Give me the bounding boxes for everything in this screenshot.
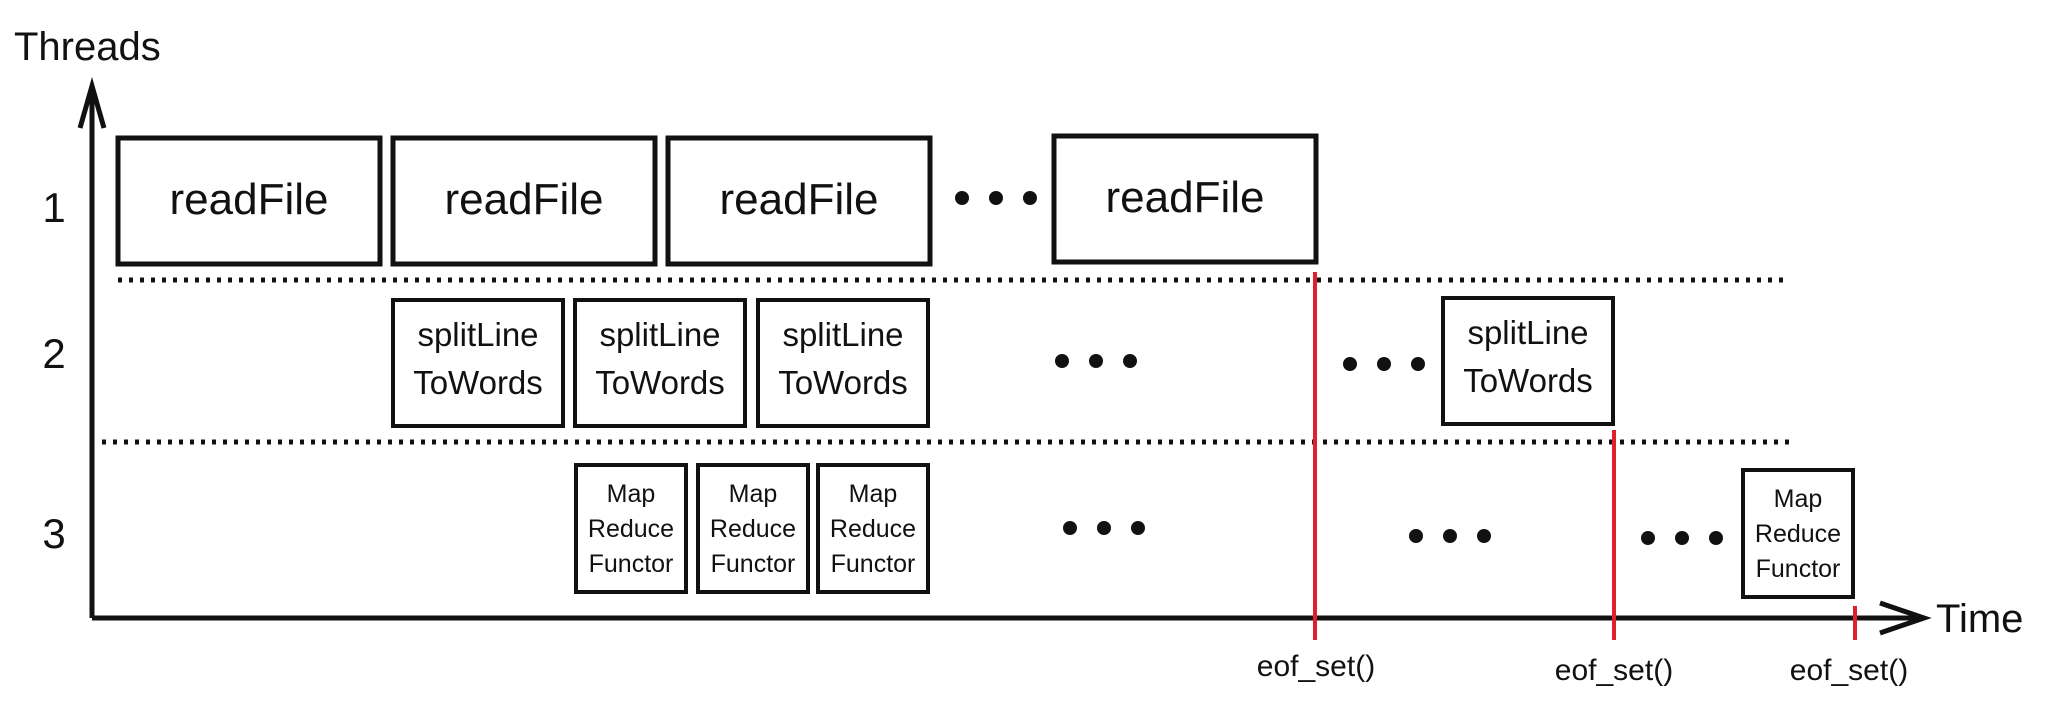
read-file-task: readFile — [390, 135, 658, 267]
split-line-task: splitLine ToWords — [573, 298, 747, 428]
eof-marker: eof_set() — [1555, 430, 1673, 687]
map-reduce-functor-task: Map Reduce Functor — [816, 463, 930, 594]
split-line-task: splitLine ToWords — [756, 298, 930, 428]
split-line-label-2: ToWords — [778, 364, 908, 401]
reduce-label: Reduce — [588, 515, 674, 543]
row-label-2: 2 — [42, 330, 65, 377]
row-labels: 1 2 3 — [42, 184, 65, 557]
split-line-task: splitLine ToWords — [391, 298, 565, 428]
read-file-task: readFile — [115, 135, 383, 267]
reduce-label: Reduce — [1755, 520, 1841, 548]
row-label-1: 1 — [42, 184, 65, 231]
map-reduce-functor-task: Map Reduce Functor — [696, 463, 810, 594]
x-axis-label: Time — [1936, 597, 2023, 641]
read-file-label: readFile — [720, 175, 879, 224]
split-line-label-1: splitLine — [599, 316, 720, 353]
map-label: Map — [729, 480, 778, 508]
eof-label: eof_set() — [1790, 654, 1908, 687]
y-axis-label: Threads — [14, 25, 161, 69]
axes: Threads Time — [14, 25, 2023, 641]
read-file-label: readFile — [445, 175, 604, 224]
split-line-task: splitLine ToWords — [1441, 296, 1615, 426]
split-line-label-1: splitLine — [417, 316, 538, 353]
read-file-task: readFile — [1051, 133, 1319, 265]
map-label: Map — [607, 480, 656, 508]
ellipsis-dots — [1055, 354, 1137, 368]
reduce-label: Reduce — [830, 515, 916, 543]
ellipsis-dots — [1063, 521, 1145, 535]
map-label: Map — [849, 480, 898, 508]
read-file-label: readFile — [170, 175, 329, 224]
eof-label: eof_set() — [1555, 654, 1673, 687]
y-axis-arrowhead — [77, 76, 107, 129]
map-reduce-functor-task: Map Reduce Functor — [1741, 468, 1855, 599]
ellipsis-dots — [1641, 531, 1723, 545]
reduce-label: Reduce — [710, 515, 796, 543]
eof-markers: eof_set() eof_set() eof_set() — [1257, 272, 1908, 687]
functor-label: Functor — [711, 550, 796, 578]
split-line-label-1: splitLine — [782, 316, 903, 353]
functor-label: Functor — [1756, 555, 1841, 583]
thread-2-tasks: splitLine ToWords splitLine ToWords spli… — [391, 296, 1615, 428]
functor-label: Functor — [589, 550, 674, 578]
split-line-label-2: ToWords — [1463, 362, 1593, 399]
eof-label: eof_set() — [1257, 650, 1375, 683]
ellipsis-dots — [955, 191, 1037, 205]
split-line-label-2: ToWords — [595, 364, 725, 401]
ellipsis-dots — [1343, 357, 1425, 371]
ellipsis-dots — [1409, 529, 1491, 543]
row-label-3: 3 — [42, 510, 65, 557]
read-file-task: readFile — [665, 135, 933, 267]
thread-1-tasks: readFile readFile readFile readFile — [115, 133, 1319, 267]
eof-marker: eof_set() — [1790, 606, 1908, 687]
map-label: Map — [1774, 485, 1823, 513]
split-line-label-2: ToWords — [413, 364, 543, 401]
map-reduce-functor-task: Map Reduce Functor — [574, 463, 688, 594]
read-file-label: readFile — [1106, 173, 1265, 222]
x-axis-arrowhead — [1879, 600, 1932, 636]
functor-label: Functor — [831, 550, 916, 578]
eof-marker: eof_set() — [1257, 272, 1375, 683]
thread-3-tasks: Map Reduce Functor Map Reduce Functor Ma… — [574, 463, 1855, 599]
split-line-label-1: splitLine — [1467, 314, 1588, 351]
